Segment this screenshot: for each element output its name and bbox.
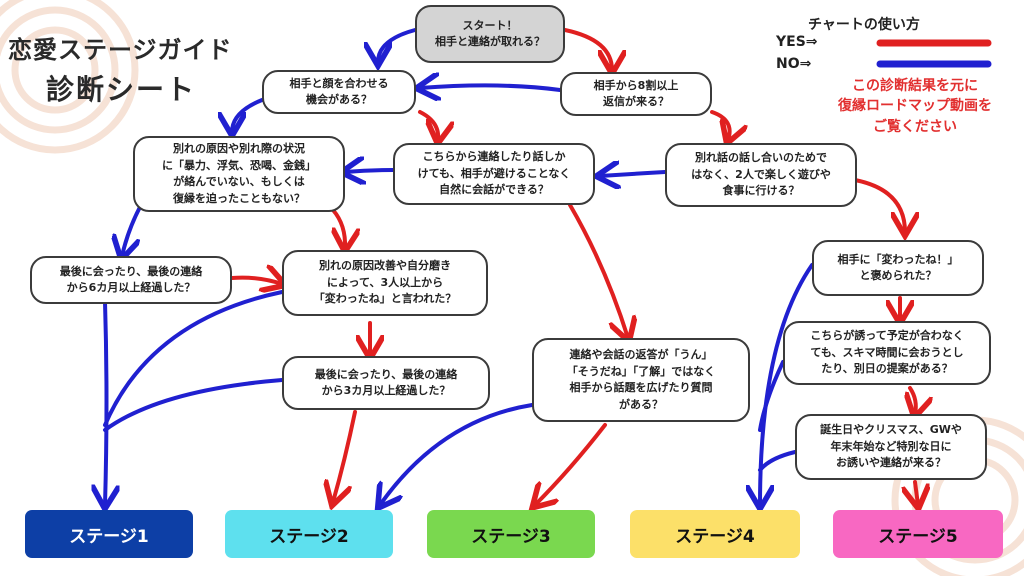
- no-arrow: [103, 378, 284, 432]
- node-natural: こちらから連絡したり話しか けても、相手が避けることなく 自然に会話ができる？: [393, 143, 595, 205]
- chart-subtitle: 診断シート: [46, 73, 197, 106]
- stage-1-box: ステージ1: [25, 510, 193, 558]
- legend-heading: チャートの使い方: [808, 17, 920, 33]
- no-arrow: [122, 205, 142, 256]
- node-special: 誕生日やクリスマス、GWや 年末年始など特別な日に お誘いや連絡が来る？: [795, 414, 987, 480]
- node-topics: 連絡や会話の返答が「うん」 「そうだね」「了解」ではなく 相手から話題を広げたり…: [532, 338, 750, 422]
- yes-arrow: [710, 110, 730, 140]
- no-arrow: [758, 360, 785, 432]
- legend-yes-label: YES⇒: [776, 34, 818, 50]
- no-arrow: [105, 300, 107, 505]
- yes-arrow: [230, 278, 282, 284]
- no-arrow: [345, 170, 395, 172]
- no-arrow: [232, 98, 264, 132]
- stage-5-box: ステージ5: [833, 510, 1003, 558]
- node-meet: 相手と顔を合わせる 機会がある？: [262, 70, 416, 114]
- no-arrow: [758, 450, 797, 472]
- node-fun: 別れ話の話し合いのためで はなく、2人で楽しく遊びや 食事に行ける？: [665, 143, 857, 207]
- yes-arrow: [535, 423, 607, 505]
- instruction-note: この診断結果を元に 復縁ロードマップ動画を ご覧ください: [838, 78, 992, 135]
- no-arrow: [420, 85, 562, 90]
- yes-arrow: [853, 178, 905, 232]
- node-6months: 最後に会ったり、最後の連絡 から6カ月以上経過した？: [30, 256, 232, 304]
- node-3months: 最後に会ったり、最後の連絡 から3カ月以上経過した？: [282, 356, 490, 410]
- yes-arrow: [910, 386, 916, 414]
- node-invite: こちらが誘って予定が合わなく ても、スキマ時間に会おうとし たり、別日の提案があ…: [783, 321, 991, 385]
- yes-arrow: [418, 110, 438, 140]
- node-praised: 相手に「変わったね！」 と褒められた？: [812, 240, 984, 296]
- yes-arrow: [333, 410, 357, 502]
- legend-no-label: NO⇒: [776, 56, 812, 72]
- yes-arrow: [563, 28, 612, 70]
- node-changed3: 別れの原因改善や自分磨き によって、3人以上から 「変わったね」と言われた？: [282, 250, 488, 316]
- chart-title: 恋愛ステージガイド: [8, 36, 233, 64]
- node-start: スタート！ 相手と連絡が取れる？: [415, 5, 565, 63]
- yes-arrow: [915, 480, 918, 505]
- stage-3-box: ステージ3: [427, 510, 595, 558]
- no-arrow: [378, 28, 417, 62]
- no-arrow: [103, 290, 284, 427]
- node-reply: 相手から8割以上 返信が来る？: [560, 72, 712, 116]
- no-arrow: [380, 403, 534, 505]
- no-arrow: [760, 263, 814, 505]
- node-cause: 別れの原因や別れ際の状況 に「暴力、浮気、恐喝、金銭」 が絡んでいない、もしくは…: [133, 136, 345, 212]
- no-arrow: [600, 172, 667, 176]
- yes-arrow: [568, 203, 628, 338]
- yes-arrow: [333, 208, 345, 248]
- stage-4-box: ステージ4: [630, 510, 800, 558]
- stage-2-box: ステージ2: [225, 510, 393, 558]
